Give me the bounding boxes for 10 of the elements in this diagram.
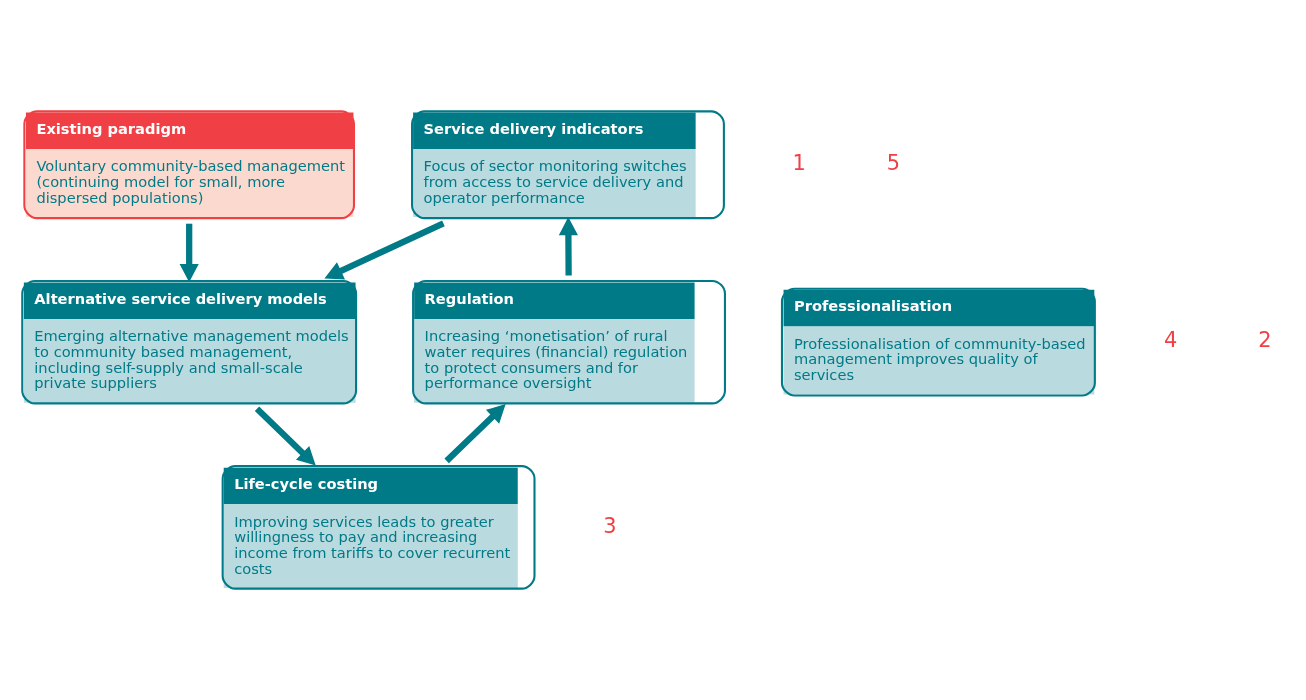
arrow <box>179 223 199 283</box>
label: 5 <box>886 151 901 176</box>
arrow <box>558 216 578 276</box>
arrow <box>254 406 316 466</box>
arrow <box>324 220 445 280</box>
arrow <box>444 404 506 464</box>
label: 3 <box>603 513 617 538</box>
label: 1 <box>792 151 806 176</box>
label: 4 <box>1164 328 1178 353</box>
label: 2 <box>1258 328 1272 353</box>
